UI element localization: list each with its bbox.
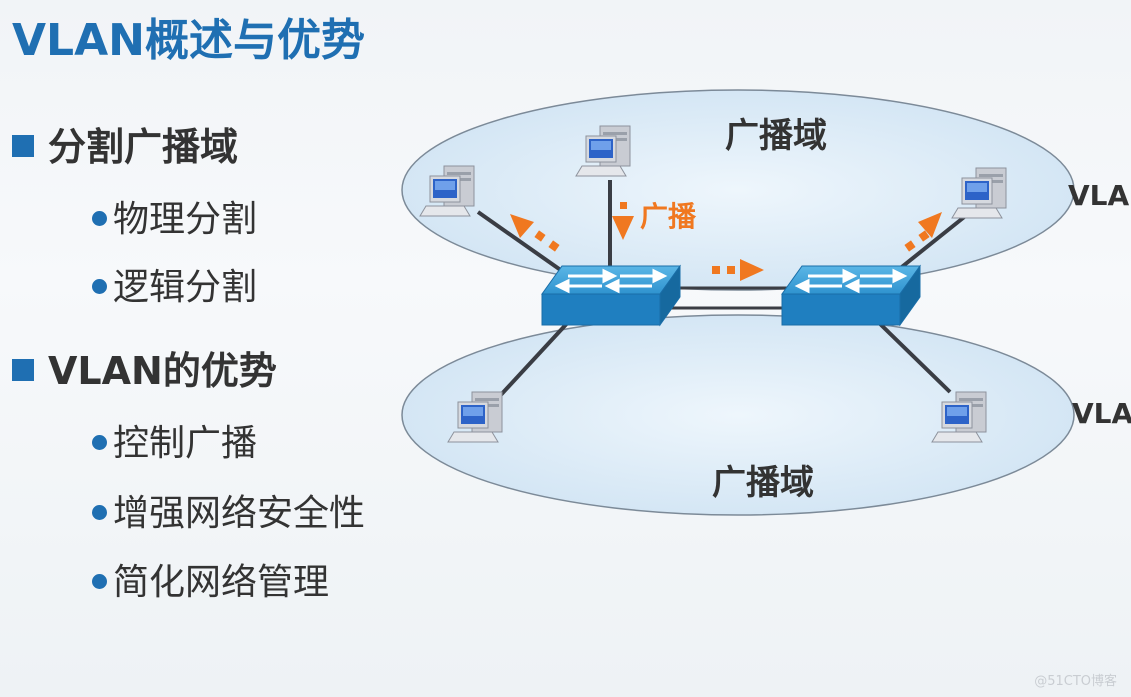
list-item: 增强网络安全性 xyxy=(92,484,365,536)
section-heading-1: 分割广播域 xyxy=(12,116,238,171)
switch-left-icon xyxy=(541,264,681,327)
round-bullet-icon xyxy=(92,574,107,589)
switch-right-icon xyxy=(781,264,921,327)
broadcast-domain-top xyxy=(401,89,1075,291)
list-item-text: 控制广播 xyxy=(113,423,258,464)
round-bullet-icon xyxy=(92,435,107,450)
broadcast-arrows xyxy=(510,202,942,281)
round-bullet-icon xyxy=(92,505,107,520)
section-heading-1-text: 分割广播域 xyxy=(48,125,239,169)
list-item-text: 物理分割 xyxy=(113,199,258,240)
vlan-top-label: VLA xyxy=(1068,179,1130,212)
network-links xyxy=(476,180,970,400)
round-bullet-icon xyxy=(92,211,107,226)
section-heading-2-text: VLAN的优势 xyxy=(48,349,277,393)
list-item-text: 简化网络管理 xyxy=(113,562,330,603)
trunk-link xyxy=(660,286,790,310)
list-item: 简化网络管理 xyxy=(92,553,329,605)
list-item: 逻辑分割 xyxy=(92,258,257,310)
broadcast-domain-bottom xyxy=(401,314,1075,516)
page-title: VLAN概述与优势 xyxy=(12,15,365,66)
vlan-bottom-label: VLA xyxy=(1072,397,1131,430)
broadcast-domain-top-label: 广播域 xyxy=(725,116,827,156)
broadcast-domain-bottom-label: 广播域 xyxy=(712,463,814,503)
square-bullet-icon xyxy=(12,359,34,381)
list-item-text: 增强网络安全性 xyxy=(113,493,366,534)
list-item: 控制广播 xyxy=(92,414,257,466)
broadcast-label: 广播 xyxy=(640,200,697,233)
list-item: 物理分割 xyxy=(92,190,257,242)
round-bullet-icon xyxy=(92,279,107,294)
list-item-text: 逻辑分割 xyxy=(113,267,258,308)
square-bullet-icon xyxy=(12,135,34,157)
section-heading-2: VLAN的优势 xyxy=(12,340,277,395)
watermark: @51CTO博客 xyxy=(1034,674,1117,689)
